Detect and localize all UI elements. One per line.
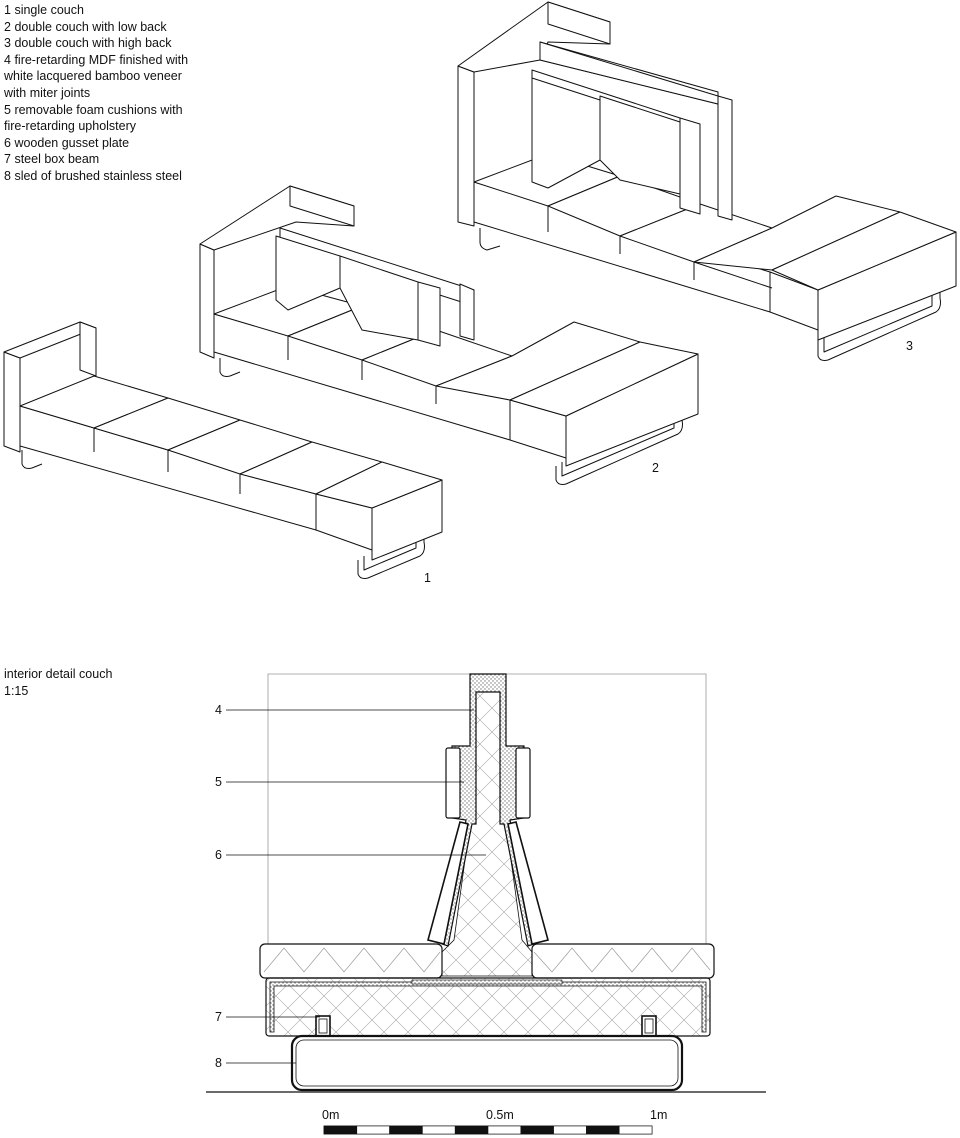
back-cushion-left bbox=[445, 747, 461, 819]
scale-label-1m: 1m bbox=[650, 1108, 667, 1122]
couch-3-sled-right bbox=[817, 290, 941, 361]
sled bbox=[290, 1034, 684, 1092]
couch-1-label: 1 bbox=[424, 571, 431, 585]
scale-bar-segment bbox=[323, 1125, 358, 1135]
legend-item-3: 3 double couch with high back bbox=[4, 36, 172, 51]
scale-bar-segment bbox=[422, 1125, 456, 1135]
scale-label-half-m: 0.5m bbox=[486, 1108, 514, 1122]
callout-6: 6 bbox=[215, 848, 222, 862]
couch-3-sled-left bbox=[479, 228, 501, 251]
scale-bar-segment bbox=[618, 1125, 653, 1135]
scale-bar-segment bbox=[586, 1125, 620, 1135]
scale-bar-segments bbox=[323, 1125, 653, 1135]
scale-bar-segment bbox=[454, 1125, 489, 1135]
scale-bar-segment bbox=[356, 1125, 390, 1135]
couch-2-sled-left bbox=[219, 358, 241, 377]
couch-3-drawing bbox=[457, 1, 957, 361]
scale-bar-segment bbox=[487, 1125, 522, 1135]
callout-7: 7 bbox=[215, 1010, 222, 1024]
detail-title-block: interior detail couch 1:15 bbox=[4, 666, 112, 699]
legend-list: 1 single couch 2 double couch with low b… bbox=[4, 2, 188, 185]
couch-1-sled-left bbox=[21, 450, 43, 469]
detail-scale: 1:15 bbox=[4, 683, 29, 698]
couch-1-sled-right bbox=[357, 538, 425, 579]
legend-item-2: 2 double couch with low back bbox=[4, 19, 167, 34]
couch-2-drawing bbox=[199, 185, 699, 485]
back-cushion-right bbox=[515, 747, 531, 819]
detail-title: interior detail couch bbox=[4, 667, 113, 681]
callout-8: 8 bbox=[215, 1056, 222, 1070]
detail-section: 4 5 6 7 8 bbox=[206, 673, 766, 1093]
legend-item-5: 5 removable foam cushions with fire-reta… bbox=[4, 102, 183, 134]
couch-2-label: 2 bbox=[652, 461, 659, 475]
legend-item-7: 7 steel box beam bbox=[4, 152, 100, 167]
legend-item-6: 6 wooden gusset plate bbox=[4, 135, 130, 150]
legend-item-1: 1 single couch bbox=[4, 3, 84, 17]
legend-item-4: 4 fire-retarding MDF finished with white… bbox=[4, 52, 189, 100]
couch-2-sled-right bbox=[555, 416, 683, 485]
legend-item-8: 8 sled of brushed stainless steel bbox=[4, 168, 182, 183]
lower-back-cushion-right bbox=[507, 821, 549, 945]
couch-1-drawing bbox=[3, 321, 443, 579]
scale-label-0m: 0m bbox=[322, 1108, 339, 1122]
scale-bar-segment bbox=[553, 1125, 587, 1135]
callout-5: 5 bbox=[215, 775, 222, 789]
callout-4: 4 bbox=[215, 703, 222, 717]
scale-bar-segment bbox=[520, 1125, 554, 1135]
scale-bar-segment bbox=[389, 1125, 423, 1135]
scale-bar: 0m 0.5m 1m bbox=[322, 1108, 667, 1135]
couch-3-label: 3 bbox=[906, 339, 913, 353]
lower-back-cushion-left bbox=[427, 821, 469, 945]
